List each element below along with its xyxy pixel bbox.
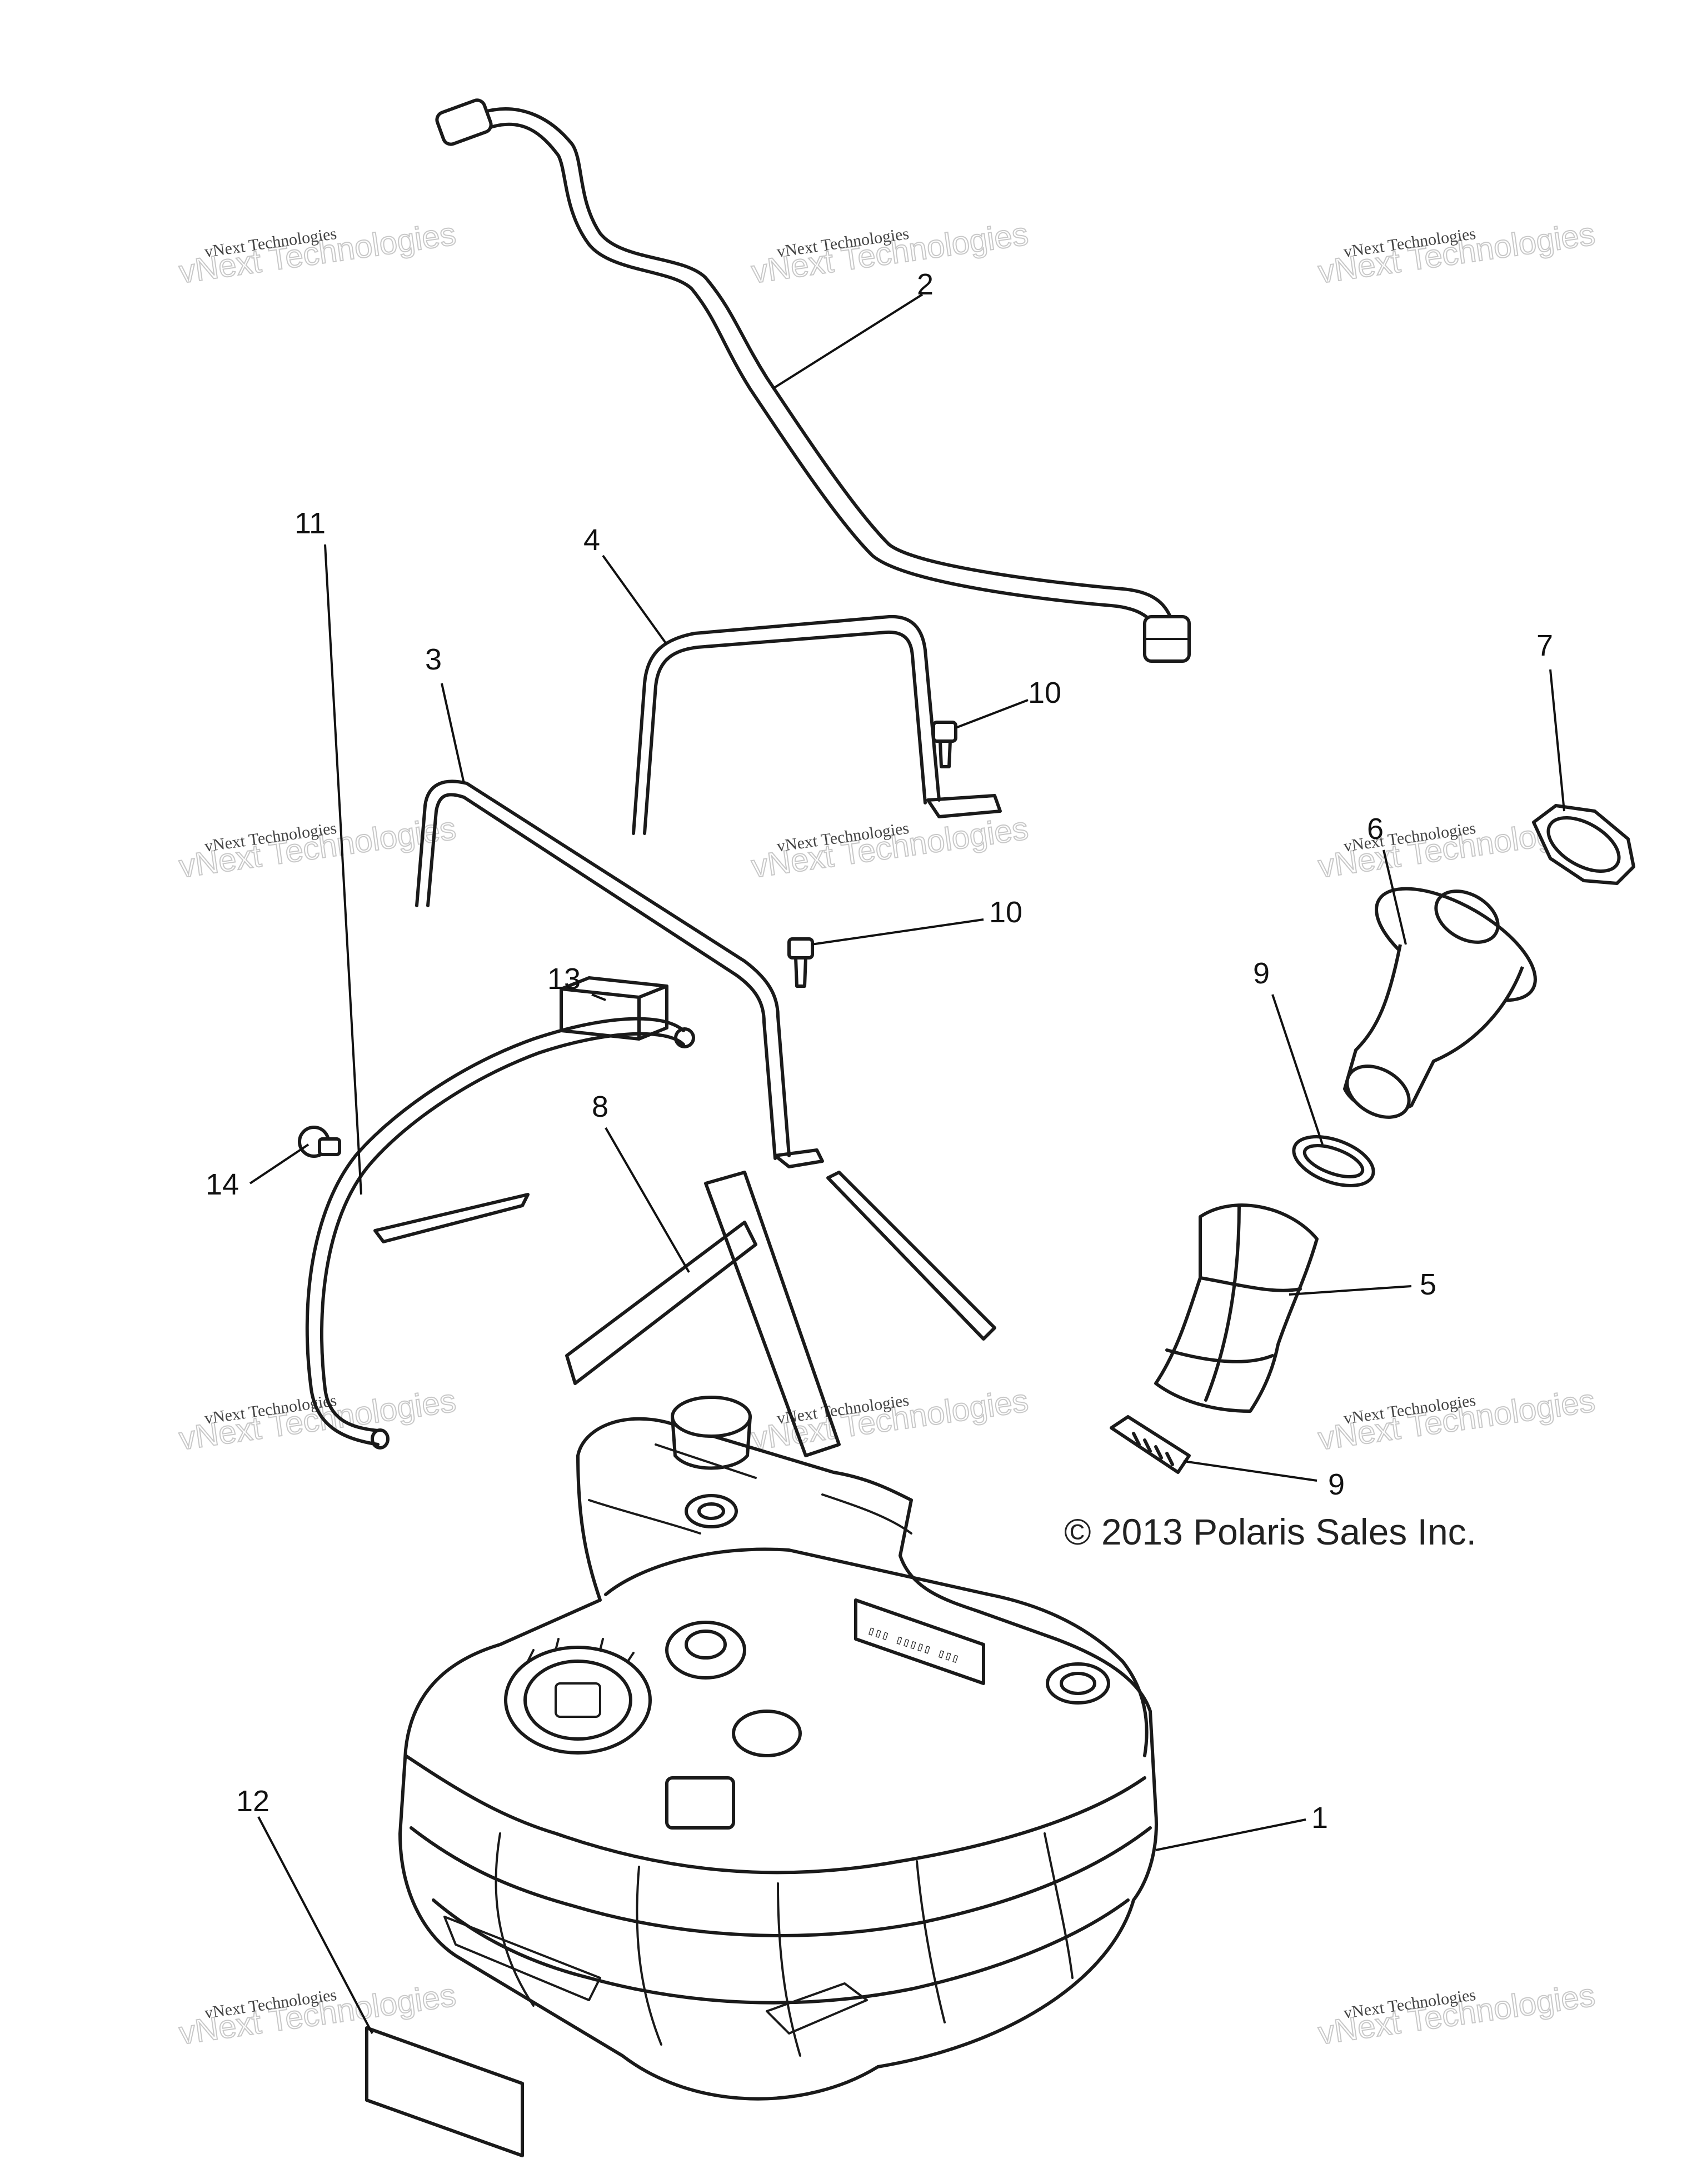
callout-13: 13 (547, 962, 581, 996)
callout-12: 12 (236, 1785, 269, 1818)
part-fuel-cap (1532, 804, 1635, 885)
fuel-sender-icon (665, 1621, 746, 1680)
watermark: vNext Technologies vNext Technologies (1315, 215, 1598, 291)
callout-8: 8 (592, 1090, 608, 1123)
bolt-head-icon (932, 721, 957, 743)
part-lower-strap (415, 779, 824, 1168)
vent-connector-icon (435, 98, 493, 146)
part-vent-line (435, 98, 1191, 663)
part-label (365, 2026, 524, 2157)
callout-9-upper: 9 (1253, 957, 1270, 990)
watermark: vNext Technologies vNext Technologies (1315, 1976, 1598, 2052)
part-upper-strap (632, 614, 1002, 835)
callout-9-lower: 9 (1328, 1468, 1345, 1501)
copyright-text: © 2013 Polaris Sales Inc. (1064, 1511, 1476, 1552)
tank-neck-icon (671, 1396, 752, 1438)
part-clamp-lower (1110, 1415, 1191, 1474)
part-clamp-upper (1292, 1135, 1375, 1187)
part-clip (298, 1126, 341, 1158)
callout-3: 3 (425, 643, 442, 676)
watermark: vNext Technologies vNext Technologies (748, 809, 1031, 885)
watermark: vNext Technologies vNext Technologies (176, 809, 458, 885)
part-bolt-lower (787, 937, 814, 988)
part-fuel-tank: ▯▯▯ ▯▯▯▯▯ ▯▯▯ (398, 1396, 1158, 2101)
watermark: vNext Technologies vNext Technologies (1315, 1382, 1598, 1457)
watermark: vNext Technologies vNext Technologies (176, 215, 458, 291)
callout-1: 1 (1311, 1801, 1328, 1835)
callout-5: 5 (1420, 1268, 1436, 1301)
callout-6: 6 (1367, 812, 1384, 846)
callout-10-upper: 10 (1028, 676, 1061, 709)
callouts: 1 2 3 4 5 6 7 8 9 9 10 10 11 12 13 14 (206, 268, 1553, 1835)
callout-10-lower: 10 (989, 896, 1022, 929)
part-fill-hose (1154, 1203, 1319, 1413)
part-bolt-upper (932, 721, 957, 768)
watermark: vNext Technologies vNext Technologies (176, 1976, 458, 2052)
callout-14: 14 (206, 1168, 239, 1201)
fuel-pump-ring-icon (504, 1646, 652, 1755)
callout-2: 2 (917, 268, 934, 301)
part-filler-neck (1343, 887, 1537, 1119)
callout-7: 7 (1536, 629, 1553, 662)
watermark: vNext Technologies vNext Technologies (176, 1382, 458, 1457)
callout-11: 11 (295, 507, 326, 540)
watermark: vNext Technologies vNext Technologies (748, 215, 1031, 291)
leader-lines (249, 293, 1565, 2034)
bolt-head-icon (787, 937, 814, 959)
part-hose (305, 1017, 695, 1450)
callout-4: 4 (583, 523, 600, 557)
